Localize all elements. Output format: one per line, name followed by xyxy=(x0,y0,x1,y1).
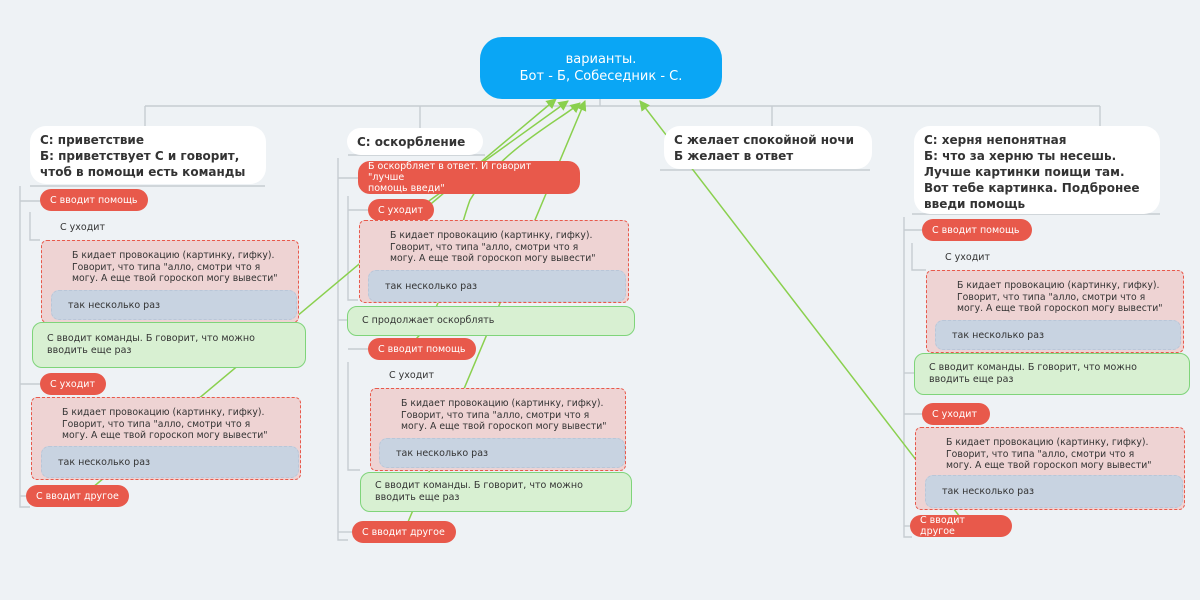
node-help[interactable]: С вводит помощь xyxy=(40,189,148,211)
branch-line: Лучше картинки поищи там. xyxy=(924,165,1125,179)
provoke-line: могу. А еще твой гороскоп могу вывести" xyxy=(72,273,278,284)
provoke-line: могу. А еще твой гороскоп могу вывести" xyxy=(390,253,596,264)
commands-line: С вводит команды. Б говорит, что можно xyxy=(47,333,255,344)
branch-line: введи помощь xyxy=(924,197,1026,211)
provoke-line: Говорит, что типа "алло, смотри что я xyxy=(390,241,579,253)
provoke-line: Говорит, что типа "алло, смотри что я xyxy=(401,409,590,421)
provoke-line: Говорит, что типа "алло, смотри что я xyxy=(62,418,251,430)
provoke-line: Говорит, что типа "алло, смотри что я xyxy=(957,291,1146,303)
provoke-line: Говорит, что типа "алло, смотри что я xyxy=(946,448,1135,460)
branch-line: С желает спокойной ночи xyxy=(674,133,854,147)
branch-greeting[interactable]: С: приветствие Б: приветствует С и говор… xyxy=(30,126,266,184)
provoke-line: Б кидает провокацию (картинку, гифку). xyxy=(946,437,1149,448)
node-leave[interactable]: С уходит xyxy=(60,222,105,233)
branch-line: Б: что за херню ты несешь. xyxy=(924,149,1117,163)
branch-nonsense[interactable]: С: херня непонятная Б: что за херню ты н… xyxy=(914,126,1160,214)
commands-line: вводить еще раз xyxy=(929,374,1014,385)
commands-line: вводить еще раз xyxy=(47,345,132,356)
branch-line: С: оскорбление xyxy=(357,135,466,149)
branch-line: Вот тебе картинка. Подбронее xyxy=(924,181,1140,195)
provoke-line: Б кидает провокацию (картинку, гифку). xyxy=(390,230,593,241)
provoke-line: Б кидает провокацию (картинку, гифку). xyxy=(72,250,275,261)
node-commands[interactable]: С вводит команды. Б говорит, что можно в… xyxy=(32,322,306,368)
node-several-times[interactable]: так несколько раз xyxy=(41,446,299,478)
node-several-times[interactable]: так несколько раз xyxy=(925,475,1183,508)
branch-insult[interactable]: С: оскорбление xyxy=(347,128,483,155)
node-other[interactable]: С вводит другое xyxy=(352,521,456,543)
commands-line: вводить еще раз xyxy=(375,492,460,503)
branch-good-night[interactable]: С желает спокойной ночи Б желает в ответ xyxy=(664,126,872,169)
node-several-times[interactable]: так несколько раз xyxy=(51,290,297,320)
node-several-times[interactable]: так несколько раз xyxy=(368,270,626,302)
tree-lines xyxy=(19,98,1160,541)
branch-line: Б: приветствует С и говорит, xyxy=(40,149,240,163)
node-leave[interactable]: С уходит xyxy=(945,252,990,263)
node-help[interactable]: С вводит помощь xyxy=(368,338,476,360)
provoke-line: могу. А еще твой гороскоп могу вывести" xyxy=(62,430,268,441)
insult-line: помощь введи" xyxy=(368,183,445,194)
root-topic-line: Бот - Б, Собеседник - С. xyxy=(519,69,683,84)
node-several-times[interactable]: так несколько раз xyxy=(379,438,625,468)
node-continue-insulting[interactable]: С продолжает оскорблять xyxy=(347,306,635,336)
node-other[interactable]: С вводит другое xyxy=(910,515,1012,537)
commands-line: С вводит команды. Б говорит, что можно xyxy=(929,362,1137,373)
root-topic-line: варианты. xyxy=(565,52,637,67)
node-commands[interactable]: С вводит команды. Б говорит, что можно в… xyxy=(360,472,632,512)
node-insult-reply[interactable]: Б оскорбляет в ответ. И говорит "лучше п… xyxy=(358,161,580,194)
provoke-line: могу. А еще твой гороскоп могу вывести" xyxy=(957,303,1163,314)
provoke-line: могу. А еще твой гороскоп могу вывести" xyxy=(401,421,607,432)
branch-line: С: приветствие xyxy=(40,133,144,147)
provoke-line: Б кидает провокацию (картинку, гифку). xyxy=(957,280,1160,291)
node-several-times[interactable]: так несколько раз xyxy=(935,320,1181,350)
node-leave-alt[interactable]: С уходит xyxy=(922,403,990,425)
node-leave-alt[interactable]: С уходит xyxy=(40,373,106,395)
branch-line: Б желает в ответ xyxy=(674,149,794,163)
node-help[interactable]: С вводит помощь xyxy=(922,219,1032,241)
commands-line: С вводит команды. Б говорит, что можно xyxy=(375,480,583,491)
node-commands[interactable]: С вводит команды. Б говорит, что можно в… xyxy=(914,353,1190,395)
provoke-line: могу. А еще твой гороскоп могу вывести" xyxy=(946,460,1152,471)
branch-line: С: херня непонятная xyxy=(924,133,1067,147)
node-other[interactable]: С вводит другое xyxy=(26,485,129,507)
provoke-line: Б кидает провокацию (картинку, гифку). xyxy=(401,398,604,409)
node-leave[interactable]: С уходит xyxy=(368,199,434,221)
node-leave-alt[interactable]: С уходит xyxy=(389,370,434,381)
root-topic[interactable]: варианты. Бот - Б, Собеседник - С. xyxy=(480,37,722,99)
branch-line: чтоб в помощи есть команды xyxy=(40,165,246,179)
provoke-line: Говорит, что типа "алло, смотри что я xyxy=(72,261,261,273)
continue-line: С продолжает оскорблять xyxy=(362,315,495,326)
provoke-line: Б кидает провокацию (картинку, гифку). xyxy=(62,407,265,418)
insult-line: Б оскорбляет в ответ. И говорит "лучше xyxy=(368,161,532,183)
